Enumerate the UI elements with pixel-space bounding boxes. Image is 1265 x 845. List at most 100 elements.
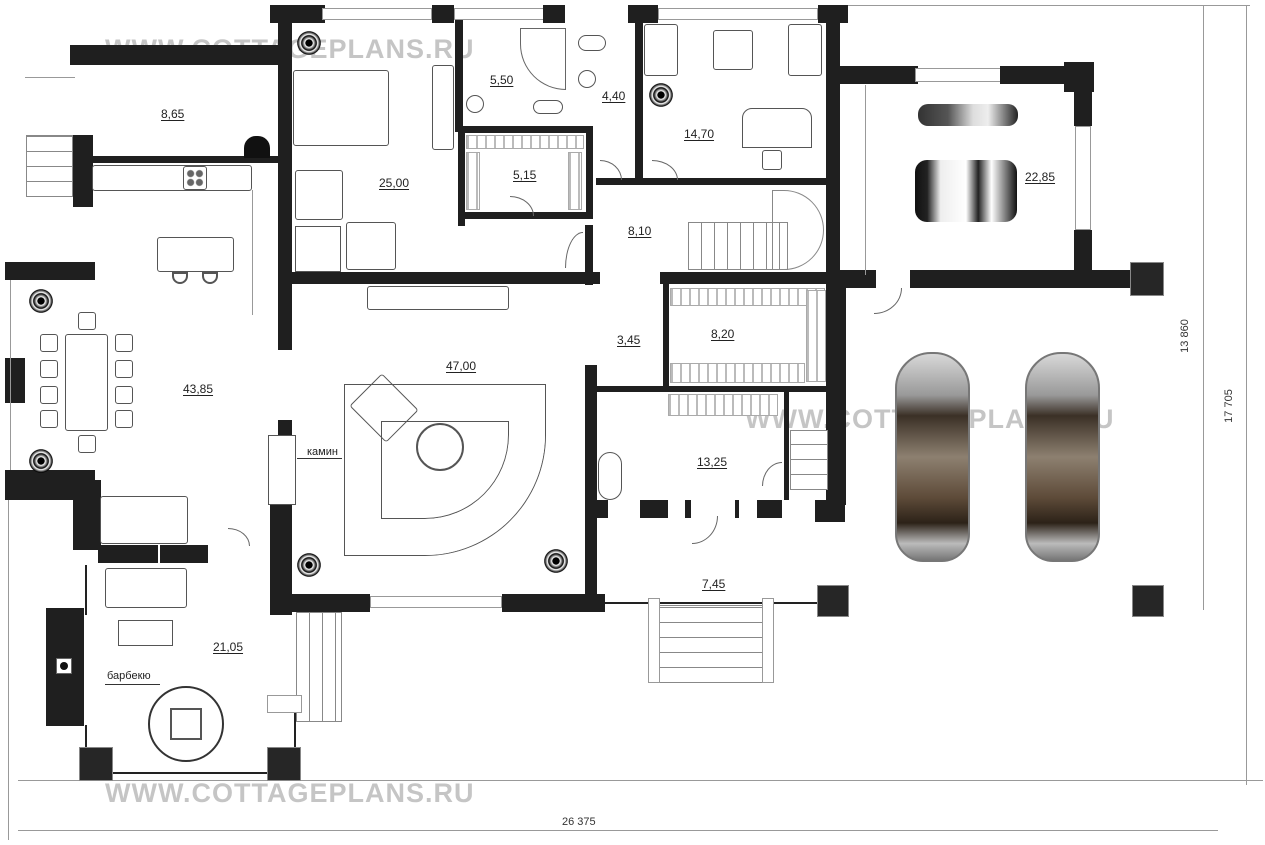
- room-area-wardrobe: 8,20: [711, 327, 735, 341]
- post: [1130, 262, 1164, 296]
- round-table: [148, 686, 224, 762]
- desk: [742, 108, 812, 148]
- wall: [596, 500, 608, 518]
- post: [817, 585, 849, 617]
- wall: [840, 66, 918, 84]
- bbq-label: барбекю: [107, 670, 151, 682]
- bench: [267, 695, 302, 713]
- terrace-edge: [85, 565, 87, 615]
- wall: [586, 126, 593, 214]
- chair: [115, 334, 133, 352]
- window: [370, 596, 502, 608]
- door-icon[interactable]: [510, 196, 534, 216]
- wall: [5, 262, 95, 280]
- plant-icon: [543, 548, 569, 574]
- wall: [160, 545, 208, 563]
- counter-side: [252, 190, 253, 315]
- side-table: [713, 30, 753, 70]
- wall: [595, 386, 830, 392]
- office-chair: [762, 150, 782, 170]
- wall-outline: [10, 280, 11, 470]
- watermark: WWW.COTTAGEPLANS.RU: [105, 778, 475, 808]
- door-icon[interactable]: [874, 288, 902, 314]
- window: [915, 68, 1003, 82]
- toilet: [533, 100, 563, 114]
- bed: [293, 70, 389, 146]
- stair-rail: [648, 598, 660, 683]
- window: [1075, 126, 1091, 230]
- wardrobe-rail: [466, 152, 480, 210]
- plant-icon: [296, 30, 322, 56]
- sink: [466, 95, 484, 113]
- wall: [458, 126, 593, 133]
- room-area-bedroom: 25,00: [379, 176, 410, 190]
- armchair: [644, 24, 678, 76]
- room-area-corridor: 3,45: [617, 333, 641, 347]
- room-area-wc: 4,40: [602, 89, 626, 103]
- fireplace-label: камин: [307, 446, 338, 458]
- bench: [598, 452, 622, 500]
- atv-icon: [915, 160, 1017, 222]
- plant-icon: [296, 552, 322, 578]
- wall: [685, 500, 691, 518]
- wall: [836, 285, 846, 505]
- terrace-edge: [294, 710, 296, 755]
- bbq-grill-icon: [56, 658, 72, 674]
- door-icon[interactable]: [762, 462, 782, 486]
- chair: [115, 386, 133, 404]
- door-icon[interactable]: [652, 160, 678, 180]
- wall: [278, 272, 600, 284]
- chair: [115, 360, 133, 378]
- car-icon: [1025, 352, 1100, 562]
- wardrobe-rail: [806, 290, 826, 382]
- dimension-line-right-outer: [1246, 5, 1247, 785]
- wall: [432, 5, 454, 23]
- wall: [663, 280, 669, 390]
- wall: [502, 594, 605, 612]
- room-area-entrance-hall: 13,25: [697, 455, 728, 469]
- door-icon[interactable]: [692, 516, 718, 544]
- room-area-study: 14,70: [684, 127, 715, 141]
- chair: [78, 312, 96, 330]
- wardrobe-rail: [670, 363, 805, 383]
- curved-sofa: [345, 385, 545, 555]
- wardrobe-rail: [568, 152, 582, 210]
- kitchen-counter: [92, 165, 252, 191]
- dimension-height-house: 13 860: [1178, 319, 1191, 353]
- wall: [784, 390, 789, 500]
- dimension-line-right-inner: [1203, 5, 1204, 610]
- dimension-line-bottom-ext: [18, 780, 1263, 781]
- wall: [70, 45, 290, 65]
- room-area-dressing-room: 5,15: [513, 168, 537, 182]
- room-area-bathroom: 5,50: [490, 73, 514, 87]
- door-icon[interactable]: [600, 160, 622, 180]
- terrace-edge: [110, 772, 270, 774]
- dining-table: [65, 334, 108, 431]
- car-icon: [895, 352, 970, 562]
- wall: [73, 135, 93, 207]
- wall: [5, 358, 25, 403]
- leader-line: [297, 458, 342, 459]
- wall: [596, 178, 836, 185]
- door-icon[interactable]: [565, 232, 583, 268]
- wall: [635, 20, 643, 180]
- wall: [840, 270, 876, 288]
- chair: [78, 435, 96, 453]
- wall: [92, 156, 282, 163]
- spiral-stair-icon: [772, 190, 824, 270]
- stairs-icon: [790, 430, 828, 490]
- room-area-dining-kitchen: 43,85: [183, 382, 214, 396]
- plant-icon: [648, 82, 674, 108]
- wall: [585, 225, 593, 285]
- wardrobe-rail: [670, 288, 825, 306]
- porch-rail: [605, 602, 820, 604]
- wall: [278, 315, 292, 350]
- door-icon[interactable]: [228, 528, 250, 546]
- wall: [735, 500, 739, 518]
- dimension-width-total: 26 375: [562, 816, 596, 828]
- terrace-edge: [85, 725, 87, 750]
- wardrobe-rail: [466, 135, 584, 149]
- room-area-porch: 7,45: [702, 577, 726, 591]
- wall: [660, 272, 838, 284]
- wall: [910, 270, 1140, 288]
